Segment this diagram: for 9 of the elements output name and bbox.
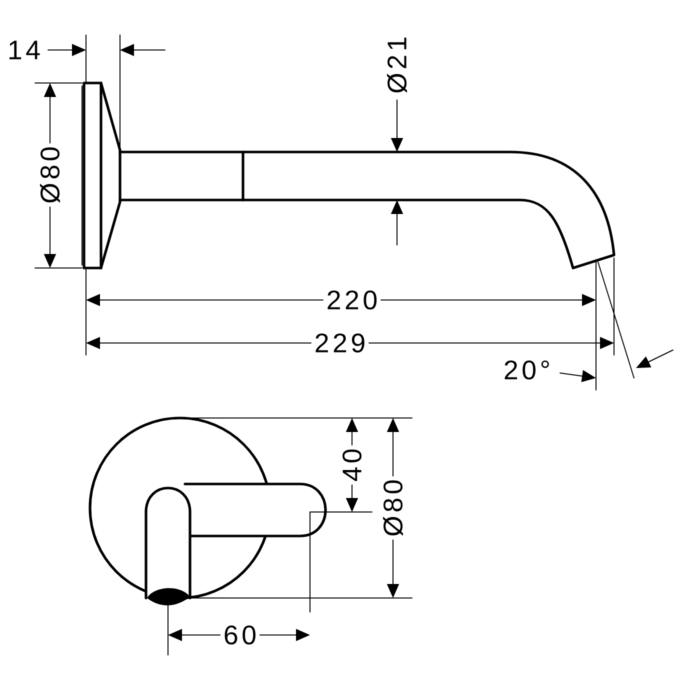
dimension-label: 14: [4, 38, 44, 62]
dimension-label: 60: [220, 622, 260, 648]
dimension-label: Ø21: [384, 33, 410, 97]
dimension-label: Ø80: [380, 476, 406, 540]
dimension-label: 20°: [500, 357, 554, 383]
dimension-label: Ø80: [37, 143, 63, 207]
dimension-label: 220: [323, 287, 381, 313]
dimension-label: 40: [339, 445, 365, 485]
dimension-label: 229: [311, 330, 369, 356]
